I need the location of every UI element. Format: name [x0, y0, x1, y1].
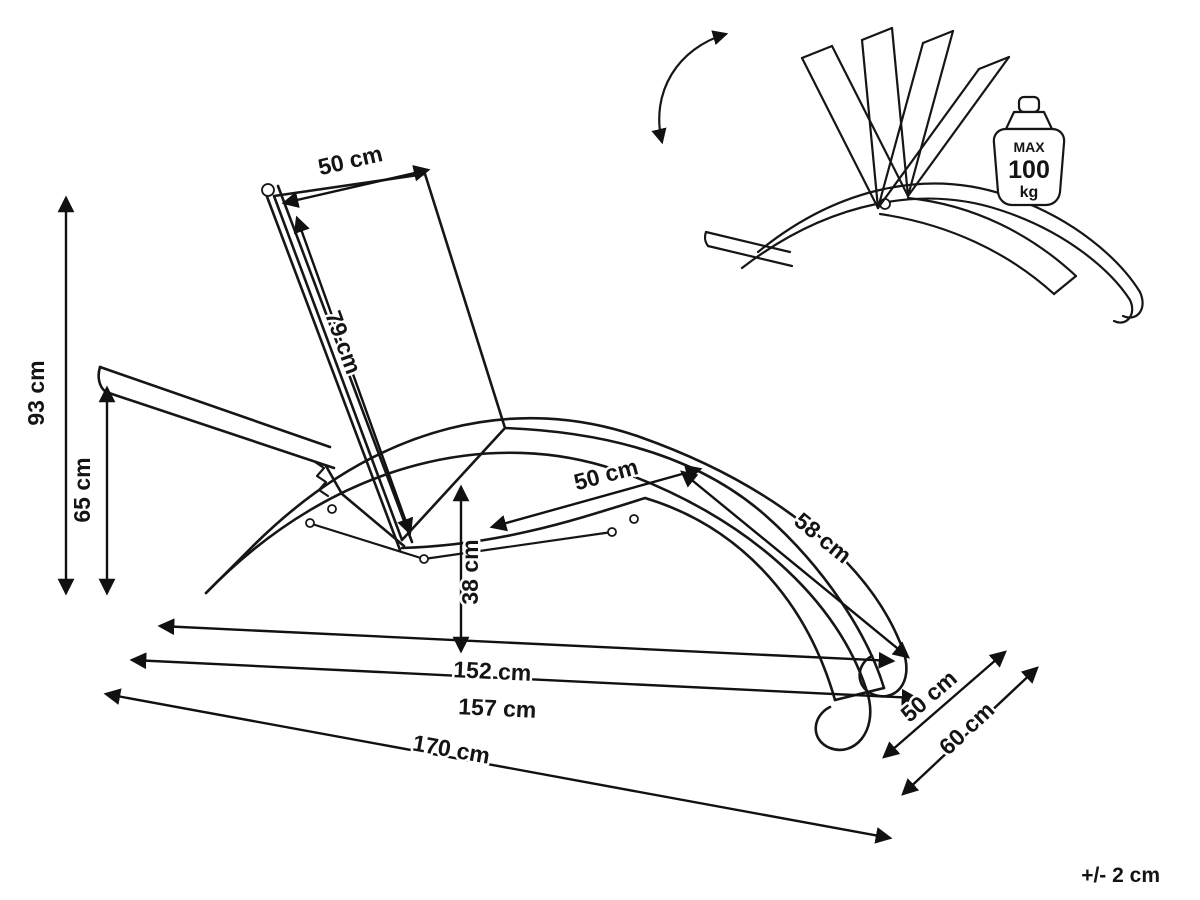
dim-label-65cm: 65 cm: [69, 457, 95, 522]
inset-backrest-position-4: [876, 55, 1011, 210]
inset-seat-fabric-end: [1052, 274, 1078, 296]
bolt: [327, 504, 337, 514]
frame-left-cap: [204, 544, 255, 595]
bolt: [607, 527, 617, 537]
sling-bar: [860, 26, 894, 42]
sling-edge: [876, 67, 981, 210]
left-panel-bottom-edge: [104, 390, 336, 470]
inset-rail-near: [740, 197, 1134, 324]
rotation-arrow-icon: [651, 30, 729, 145]
inset-backrest-position-2: [860, 26, 910, 210]
inset-seat-fabric-back: [906, 196, 1078, 278]
weight-value: 100: [1008, 156, 1050, 184]
inset-seat-fabric-front: [878, 212, 1056, 296]
dim-label-170cm: 170 cm: [411, 730, 492, 769]
dim-label-50cm-backrest-top: 50 cm: [316, 140, 385, 180]
inset-left-panel-bottom: [706, 244, 794, 268]
weight-limit-icon: MAX 100 kg: [992, 95, 1066, 207]
dimension-labels: 93 cm 65 cm 50 cm 79 cm 50 cm 58 cm 38 c…: [21, 138, 1002, 771]
dim-line-79cm: [293, 215, 414, 536]
sling-edge: [860, 38, 880, 210]
left-panel-top-edge: [98, 365, 332, 449]
dim-label-58cm: 58 cm: [790, 507, 857, 568]
recline-inset-drawing: [651, 26, 1144, 324]
dim-line-152cm: [157, 618, 896, 669]
dim-label-152cm: 152 cm: [453, 656, 532, 686]
dim-label-38cm: 38 cm: [457, 539, 483, 604]
sling-edge: [906, 29, 955, 198]
dimension-lines: [57, 165, 1039, 844]
sling-edge: [876, 41, 925, 210]
left-panel-cap: [97, 365, 108, 394]
tolerance-note: +/- 2 cm: [1081, 864, 1160, 887]
backrest-top-knob: [261, 183, 275, 197]
dim-label-93cm: 93 cm: [23, 360, 49, 425]
inset-left-panel-top: [704, 230, 792, 254]
sling-bar: [977, 55, 1011, 71]
inset-backrest-position-3: [876, 29, 955, 210]
dim-line-60cm-width: [901, 666, 1039, 796]
weight-unit: kg: [1020, 184, 1039, 201]
dim-line-50cm-seat: [489, 464, 703, 532]
sling-edge: [906, 55, 1011, 198]
bolt: [305, 518, 315, 528]
frame-rail-near: [204, 451, 872, 752]
weight-neck: [1004, 110, 1054, 131]
inset-rail-far: [756, 182, 1144, 319]
bolt: [629, 514, 639, 524]
weight-max-label: MAX: [1013, 139, 1045, 155]
sling-bar: [921, 29, 955, 45]
dim-line-170cm: [103, 688, 893, 844]
sling-edge: [890, 26, 910, 198]
weight-body: [992, 127, 1066, 207]
inset-backrest-position-1: [800, 44, 910, 210]
bolt: [419, 554, 429, 564]
dim-line-50cm-backrest-top: [281, 165, 431, 208]
sling-edge: [800, 56, 880, 210]
sling-bar: [800, 44, 834, 60]
dim-label-157cm: 157 cm: [458, 693, 537, 723]
seat-fabric-back-edge: [503, 426, 886, 690]
inset-left-panel-cap: [703, 230, 710, 248]
dim-line-58cm: [680, 470, 910, 659]
weight-knob: [1017, 95, 1041, 114]
